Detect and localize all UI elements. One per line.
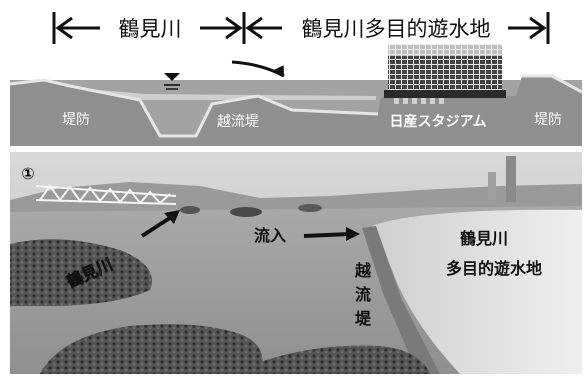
overflow-levee-char-3: 堤 [355, 309, 372, 328]
panel-number: ① [21, 164, 35, 183]
stadium-icon [384, 44, 506, 104]
basin-label-line1: 鶴見川 [460, 229, 508, 248]
header-extent-arrows [52, 12, 550, 44]
vegetation-left [10, 239, 152, 306]
overflow-levee-char-2: 流 [355, 285, 371, 304]
header-river-label: 鶴見川 [119, 17, 182, 41]
stadium-label: 日産スタジアム [389, 113, 486, 130]
header-basin-label: 鶴見川多目的遊水地 [302, 17, 491, 41]
inflow-label: 流入 [254, 226, 286, 245]
cross-section-diagram [9, 44, 583, 146]
inflow-arrow [303, 232, 351, 238]
water-level-icon [164, 73, 180, 81]
basin-label-line2: 多目的遊水地 [446, 259, 542, 278]
overflow-levee-vertical-label: 越 流 堤 [354, 261, 372, 328]
bridge [35, 184, 177, 205]
vegetation-foreground [40, 324, 263, 374]
overflow-levee-char-1: 越 [354, 261, 372, 280]
overflow-levee-label: 越流堤 [217, 114, 259, 130]
levee-right-label: 堤防 [534, 112, 562, 128]
levee-left-label: 堤防 [62, 112, 90, 128]
flood-photo [10, 152, 582, 374]
